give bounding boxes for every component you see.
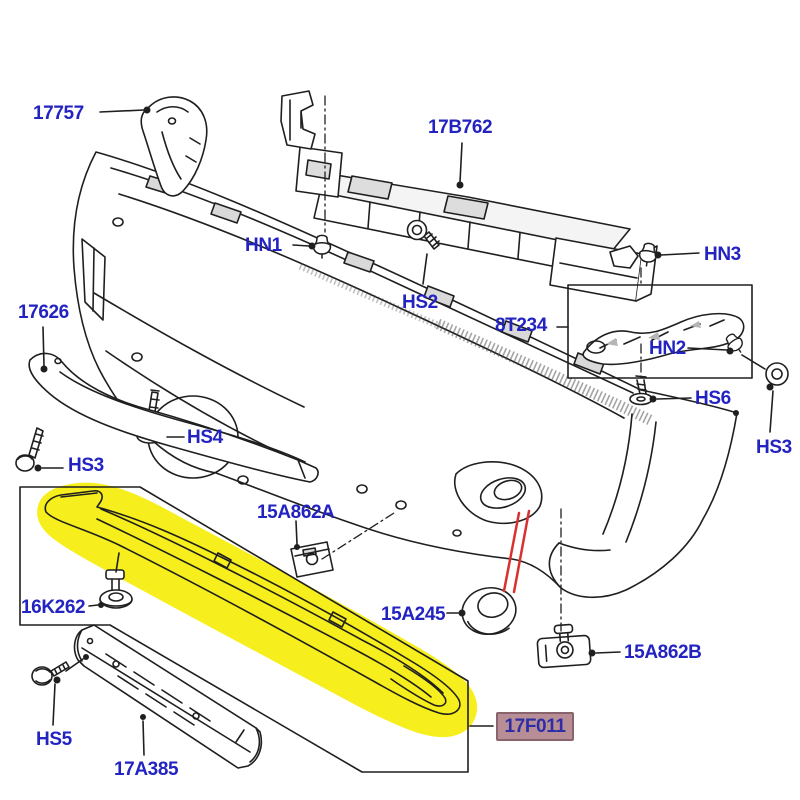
screw-hs5 <box>31 661 70 686</box>
plate-reinforcement-17A385 <box>73 624 263 769</box>
part-label-HS4: HS4 <box>187 427 223 448</box>
part-label-17F011-callout: 17F011 <box>496 712 574 741</box>
red-pointer-lines <box>502 509 531 594</box>
fog-lamp-recess <box>453 461 543 525</box>
part-label-HN3: HN3 <box>704 244 741 265</box>
lower-valance-17F011 <box>44 490 461 715</box>
clip-hn3 <box>609 241 659 269</box>
leader-lines <box>40 106 774 756</box>
headlamp-bracket-17757 <box>140 96 208 197</box>
bracket-8T234 <box>567 284 753 379</box>
screw-hs2 <box>406 219 440 250</box>
part-label-HS6: HS6 <box>695 388 731 409</box>
valance-17626 <box>28 352 319 483</box>
part-label-17A385: 17A385 <box>114 759 179 780</box>
part-label-15A862A: 15A862A <box>257 502 335 523</box>
part-label-16K262: 16K262 <box>21 597 86 618</box>
screw-hs3-right <box>765 362 789 391</box>
clip-15A862B <box>536 623 592 669</box>
clip-15A862A <box>290 541 334 578</box>
bezel-15A245 <box>461 587 517 635</box>
part-label-8T234: 8T234 <box>495 315 547 336</box>
highlight-box <box>19 486 469 773</box>
part-label-17B762: 17B762 <box>428 117 493 138</box>
rivet-16K262 <box>98 569 133 609</box>
screw-hs3-left <box>15 427 44 472</box>
part-label-HN1: HN1 <box>245 235 282 256</box>
part-label-17626: 17626 <box>18 302 69 323</box>
part-label-HS5: HS5 <box>36 729 72 750</box>
center-lines <box>321 95 642 632</box>
screw-hs6 <box>629 375 657 406</box>
reinforcement-17B762 <box>280 90 658 302</box>
part-label-HS3-right: HS3 <box>756 437 792 458</box>
part-label-HS2: HS2 <box>402 292 438 313</box>
part-label-15A862B: 15A862B <box>624 642 702 663</box>
part-label-HS3-left: HS3 <box>68 455 104 476</box>
part-label-HN2: HN2 <box>649 338 686 359</box>
part-label-15A245: 15A245 <box>381 604 446 625</box>
part-label-17757: 17757 <box>33 103 84 124</box>
highlight-blob <box>37 482 477 738</box>
